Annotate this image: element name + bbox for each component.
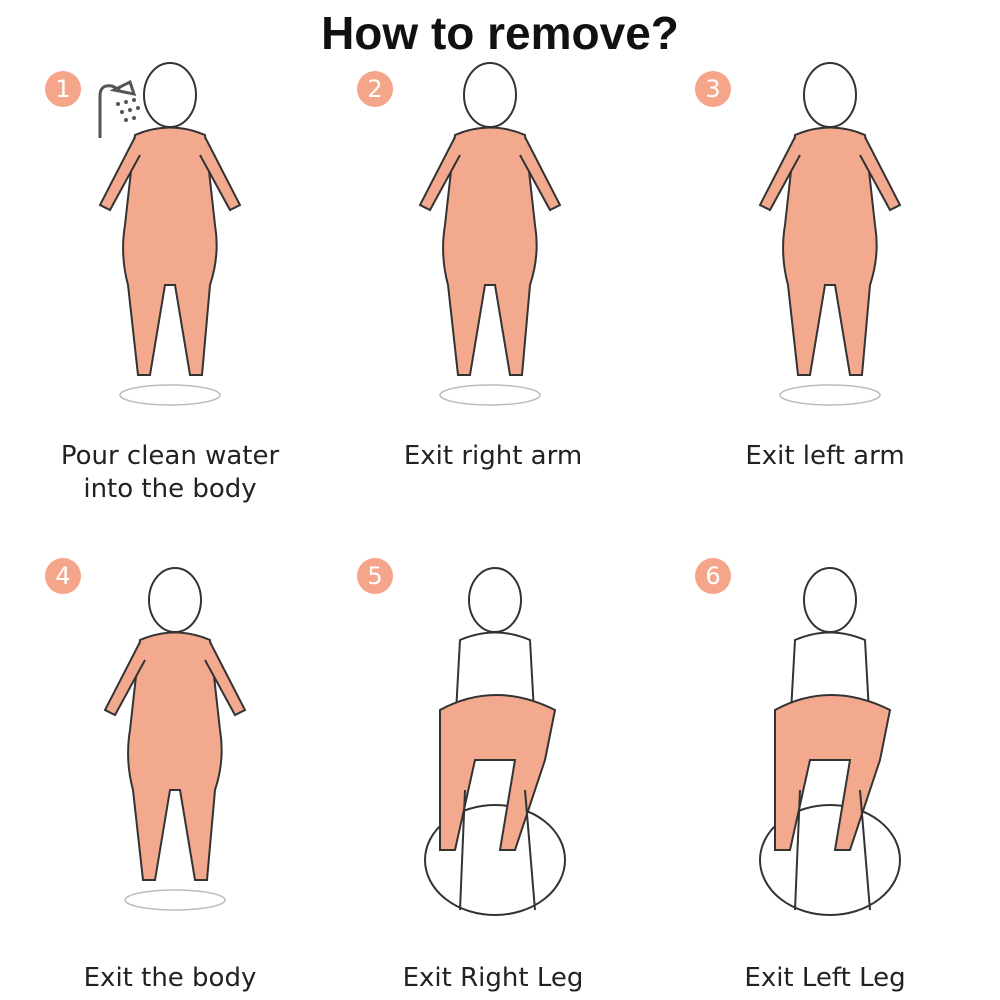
step-4-badge: 4 — [45, 558, 81, 594]
step-3-caption: Exit left arm — [745, 441, 905, 471]
step-4-figure — [103, 567, 247, 911]
step-2-figure — [418, 62, 562, 406]
step-3-figure — [758, 62, 902, 406]
page-title: How to remove? — [321, 7, 679, 59]
step-6-badge: 6 — [695, 558, 731, 594]
step-5-figure — [424, 567, 566, 916]
step-6-caption: Exit Left Leg — [744, 963, 906, 993]
step-5-badge: 5 — [357, 558, 393, 594]
step-3-badge: 3 — [695, 71, 731, 107]
step-4-caption: Exit the body — [83, 963, 257, 993]
step-2-caption: Exit right arm — [403, 441, 583, 471]
step-1-caption: Pour clean water into the body — [10, 440, 330, 506]
step-1-figure — [98, 62, 242, 406]
step-5-caption: Exit Right Leg — [402, 963, 584, 993]
step-2-badge: 2 — [357, 71, 393, 107]
step-1-badge: 1 — [45, 71, 81, 107]
step-1-caption-line2: into the body — [83, 474, 257, 504]
shower-icon — [98, 79, 140, 138]
step-1-caption-line1: Pour clean water — [60, 441, 280, 471]
step-6-figure — [759, 567, 901, 916]
